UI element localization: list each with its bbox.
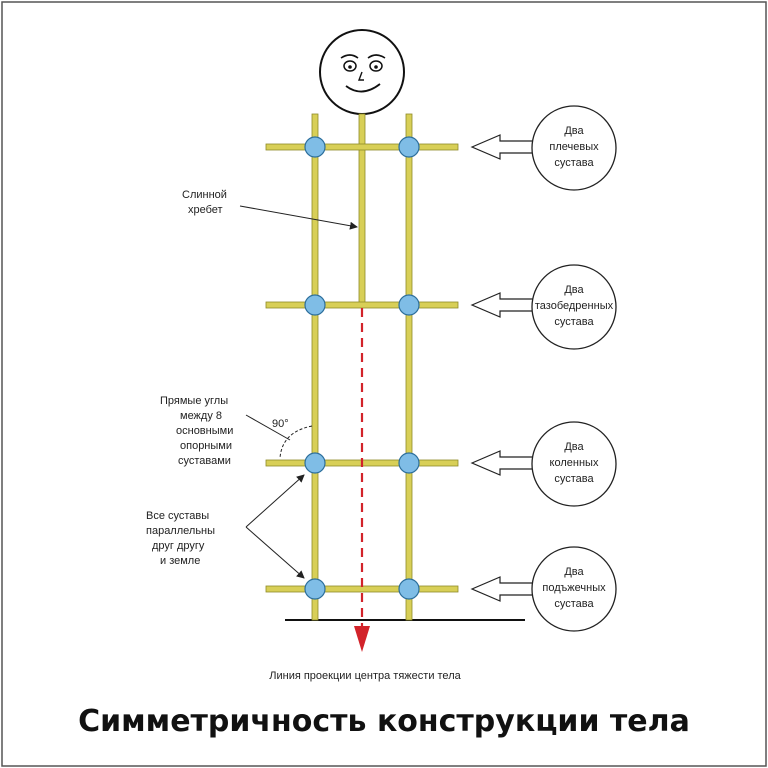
left-hip-joint (304, 294, 326, 316)
head-face-icon (319, 29, 405, 115)
shoulders-line-1: Два (564, 125, 584, 137)
angle-label-line-1: Прямые углы (160, 395, 228, 407)
joint-callout-hips: Два тазобедренных сустава (470, 264, 617, 350)
angle-value: 90° (272, 418, 289, 430)
joint-callout-shoulders: Два плечевых сустава (470, 105, 617, 191)
parallel-label-line-1: Все суставы (146, 510, 209, 522)
skeleton-frame (265, 113, 459, 621)
joint-callout-ankles: Два подъжечных сустава (470, 546, 617, 632)
joints (304, 136, 420, 600)
left-ankle-joint (304, 578, 326, 600)
parallel-annotation: Все суставы параллельны друг другу и зем… (146, 474, 305, 579)
parallel-label-line-4: и земле (160, 555, 200, 567)
right-shoulder-joint (398, 136, 420, 158)
hips-line-3: сустава (554, 316, 594, 328)
gravity-projection-line (354, 308, 370, 652)
right-knee-joint (398, 452, 420, 474)
diagram-title: Симметричность конструкции тела (78, 704, 690, 739)
knees-line-3: сустава (554, 473, 594, 485)
right-hip-joint (398, 294, 420, 316)
right-ankle-joint (398, 578, 420, 600)
joint-callout-knees: Два коленных сустава (470, 421, 617, 507)
parallel-label-line-2: параллельны (146, 525, 215, 537)
parallel-label-line-3: друг другу (152, 540, 205, 552)
spine-annotation: Слинной хребет (182, 189, 358, 230)
gravity-line-caption: Линия проекции центра тяжести тела (269, 670, 461, 682)
right-angles-annotation: Прямые углы между 8 основными опорными с… (160, 395, 313, 467)
spine-label-line-1: Слинной (182, 189, 227, 201)
angle-label-line-4: опорными (180, 440, 232, 452)
shoulders-line-3: сустава (554, 157, 594, 169)
angle-label-line-2: между 8 (180, 410, 222, 422)
hips-line-1: Два (564, 284, 584, 296)
knees-line-1: Два (564, 441, 584, 453)
left-knee-joint (304, 452, 326, 474)
angle-label-line-5: суставами (178, 455, 231, 467)
knees-line-2: коленных (550, 457, 599, 469)
left-shoulder-joint (304, 136, 326, 158)
ankles-line-3: сустава (554, 598, 594, 610)
angle-label-line-3: основными (176, 425, 233, 437)
ankles-line-1: Два (564, 566, 584, 578)
spine-label-line-2: хребет (188, 204, 223, 216)
shoulders-line-2: плечевых (549, 141, 599, 153)
ankles-line-2: подъжечных (542, 582, 606, 594)
hips-line-2: тазобедренных (535, 300, 614, 312)
